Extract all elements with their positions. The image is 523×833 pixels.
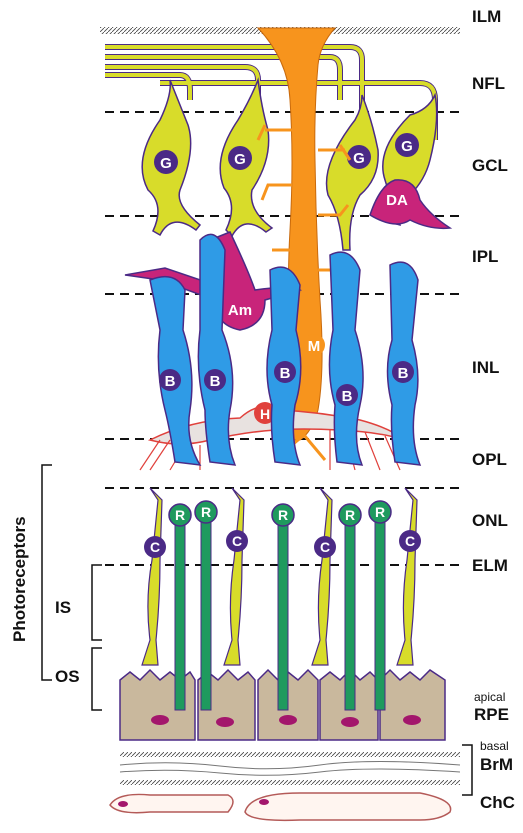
bipolar-cell-4 [329, 252, 363, 465]
rod-label: R [201, 504, 211, 520]
cone-label: C [320, 539, 330, 555]
horizontal-label: H [260, 406, 270, 422]
ganglion-label: G [401, 138, 413, 155]
cone-3 [312, 488, 332, 665]
layer-label-apical: apical [474, 691, 505, 703]
layer-label-gcl: GCL [472, 157, 508, 174]
bipolar-label: B [280, 365, 291, 382]
layer-label-opl: OPL [472, 451, 507, 468]
layer-label-basal: basal [480, 740, 509, 752]
cone-2 [224, 488, 244, 665]
rod-4 [345, 520, 355, 710]
rod-label: R [175, 507, 185, 523]
muller-label: M [308, 338, 321, 355]
cone-label: C [232, 533, 242, 549]
displaced-amacrine-cell: DA [370, 180, 450, 229]
layer-label-brm: BrM [480, 756, 513, 773]
rod-label: R [278, 507, 288, 523]
layer-label-onl: ONL [472, 512, 508, 529]
photoreceptors-label: Photoreceptors [10, 516, 30, 642]
layer-label-nfl: NFL [472, 75, 505, 92]
rod-label: R [345, 507, 355, 523]
rod-1 [175, 520, 185, 710]
ganglion-label: G [353, 150, 365, 167]
bipolar-label: B [398, 365, 409, 382]
bruchs-membrane [120, 752, 460, 785]
bipolar-label: B [210, 373, 221, 390]
displaced-amacrine-label: DA [386, 192, 408, 209]
ganglion-label: G [160, 155, 172, 172]
rod-5 [375, 520, 385, 710]
rod-label: R [375, 504, 385, 520]
layer-label-ipl: IPL [472, 248, 498, 265]
bipolar-label: B [165, 373, 176, 390]
rod-2 [201, 520, 211, 710]
cone-1 [142, 488, 162, 665]
amacrine-label: Am [228, 302, 252, 319]
cone-4 [397, 488, 417, 665]
bipolar-label: B [342, 388, 353, 405]
layer-label-rpe: RPE [474, 706, 509, 723]
cone-label: C [150, 539, 160, 555]
layer-label-inl: INL [472, 359, 499, 376]
cone-label: C [405, 533, 415, 549]
ganglion-cell-3 [327, 95, 379, 250]
inner-segment-label: IS [55, 598, 71, 618]
ganglion-label: G [234, 151, 246, 168]
layer-label-chc: ChC [480, 794, 515, 811]
layer-label-elm: ELM [472, 557, 508, 574]
layer-label-ilm: ILM [472, 8, 501, 25]
rod-3 [278, 520, 288, 710]
outer-segment-label: OS [55, 667, 80, 687]
choriocapillaris [110, 793, 451, 820]
